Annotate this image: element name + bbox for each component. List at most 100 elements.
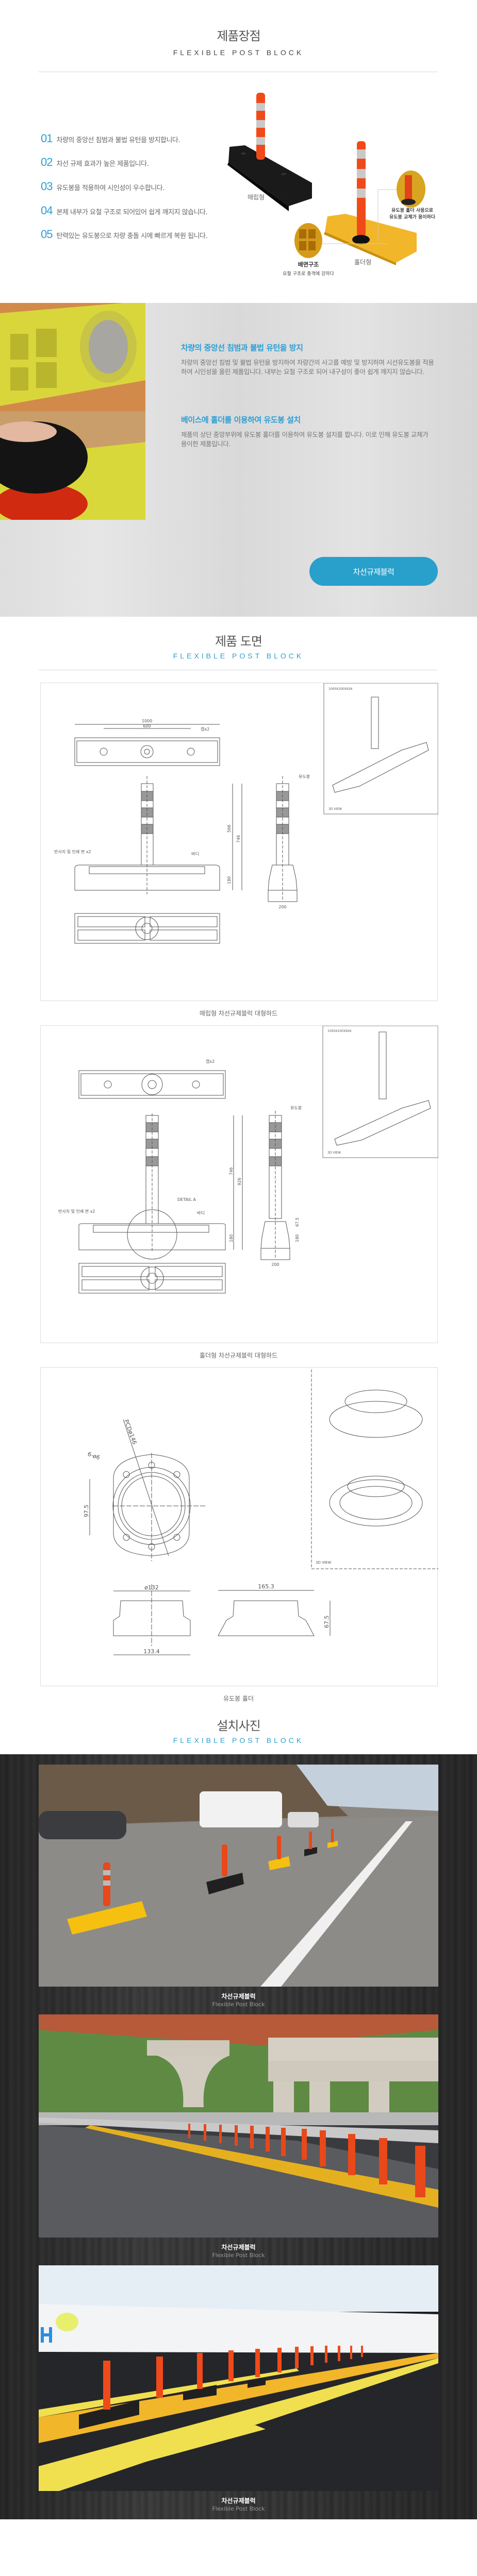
bottom-view [78, 1263, 226, 1294]
dim-total: 926 [237, 1178, 242, 1185]
photo-caption-ko: 차선규제블럭 [221, 2244, 256, 2251]
detail-photos [0, 303, 145, 520]
detail-heading: 베이스에 홀더를 이용하여 유도봉 설치 [181, 415, 301, 425]
lane-block [304, 1832, 317, 1856]
lane-block [268, 1836, 290, 1870]
bottom-view [74, 913, 220, 944]
dim-height-label: 97.5 [83, 1505, 90, 1518]
install-photo-highway [39, 1765, 438, 1987]
detail-body: 차량의 중앙선 침범 및 불법 유턴을 방지하여 차량간의 사고를 예방 및 방… [181, 359, 434, 376]
dim-total: 746 [236, 835, 241, 843]
lane-block [327, 1829, 338, 1848]
dim-holes: 600 [143, 724, 151, 728]
3d-view-inset [311, 1369, 438, 1569]
feature-number: 03 [41, 180, 53, 193]
dim-side-label: 165.3 [258, 1583, 274, 1590]
dim-length: 1000 [142, 719, 152, 723]
dim-top-label: ø132 [144, 1584, 159, 1591]
features-subtitle: FLEXIBLE POST BLOCK [173, 48, 304, 57]
front-view [74, 776, 242, 894]
drawings-subtitle: FLEXIBLE POST BLOCK [173, 652, 304, 660]
install-photo-new-road [39, 2265, 438, 2491]
feature-text: 차선 규제 효과가 높은 제품입니다. [56, 160, 149, 168]
back-structure-desc: 요철 구조로 충격에 강하다 [283, 272, 334, 277]
dim-post: 746 [229, 1167, 234, 1175]
feature-text: 탄력있는 유도봉으로 차량 충돌 시에 빠르게 복원 됩니다. [56, 232, 208, 240]
dim-base-side: 180 [295, 1234, 300, 1242]
top-view [74, 724, 220, 766]
detail-heading: 차량의 중앙선 침범과 불법 유턴을 방지 [181, 343, 303, 352]
photo-caption-ko: 차선규제블럭 [221, 2497, 256, 2504]
feature-number: 02 [41, 156, 53, 168]
post-label: 유도봉 [290, 1106, 302, 1110]
post-label: 유도봉 [299, 774, 310, 779]
drawing-caption: 홀더형 차선규제블럭 대형하드 [199, 1352, 278, 1359]
dim-width: 200 [271, 1262, 279, 1267]
top-view [78, 1070, 226, 1099]
detail-block: 차량의 중앙선 침범과 불법 유턴을 방지 차량의 중앙선 침범 및 불법 유턴… [181, 342, 439, 377]
holder-detail-circle [377, 171, 425, 241]
dim-bottom-label: 133.4 [143, 1648, 160, 1655]
holder-block-image [324, 141, 417, 265]
dim-base: 180 [229, 1234, 234, 1242]
install-subtitle: FLEXIBLE POST BLOCK [173, 1736, 304, 1744]
dim-base: 180 [227, 876, 232, 884]
photo-caption-en: Flexible Post Block [212, 2001, 265, 2008]
drawing-caption: 매립형 차선규제블럭 대형하드 [199, 1010, 278, 1017]
holder-install-photo [0, 411, 145, 520]
drawing-post-holder: PCDø146 6-ø6 97.5 ø132 133.4 165.3 67.5 … [40, 1367, 438, 1686]
drawing-buried: 1000 600 캡x2 566 746 180 반사지 및 인쇄 면 x2 바… [40, 683, 439, 1001]
cap-label: 캡x2 [201, 726, 209, 732]
view-label: 3D VIEW [316, 1561, 331, 1565]
install-photo-overpass [39, 2014, 438, 2238]
feature-number: 04 [41, 204, 53, 217]
dim-holder-height: 67.5 [323, 1616, 330, 1629]
back-structure-photo [0, 303, 145, 411]
buried-block-image [227, 93, 312, 211]
drawing-holder: 캡x2 746 926 180 DETAIL A 반사지 및 인쇄 면 x2 바… [40, 1025, 439, 1343]
feature-number: 05 [41, 228, 53, 241]
photo-caption-en: Flexible Post Block [212, 2505, 265, 2512]
feature-text: 유도봉을 적용하여 시인성이 우수합니다. [56, 184, 165, 192]
post-row [103, 2346, 363, 2410]
product-illustration [227, 93, 425, 265]
features-title: 제품장점 [217, 29, 260, 43]
cap-label: 캡x2 [206, 1059, 215, 1064]
feature-number: 01 [41, 132, 53, 145]
view-label: 3D VIEW [328, 807, 342, 811]
3d-view-inset [322, 1025, 439, 1158]
dim-holder: 67.5 [295, 1217, 300, 1227]
spec-label: 1000X200X926 [328, 687, 353, 691]
dim-post: 566 [227, 825, 232, 833]
detail-label: DETAIL A [177, 1197, 196, 1202]
install-title: 설치사진 [217, 1719, 260, 1733]
body-label: 바디 [197, 1210, 205, 1215]
side-view [260, 1111, 290, 1260]
holder-callout-line: 유도봉 교체가 용이하다 [389, 215, 436, 220]
holder-front-view [113, 1584, 191, 1655]
back-structure-title: 배면구조 [298, 261, 319, 268]
lane-block-button[interactable]: 차선규제블럭 [309, 557, 438, 586]
holder-callout-line: 유도봉 홀더 사용으로 [391, 208, 433, 213]
reflector-label: 반사지 및 인쇄 면 x2 [54, 849, 91, 854]
lane-block [67, 1862, 147, 1935]
spec-label: 1000X200X926 [327, 1029, 352, 1033]
drawings-title: 제품 도면 [215, 634, 262, 649]
pcd-label: PCDø146 [123, 1419, 138, 1446]
lane-block [206, 1844, 244, 1894]
buried-type-label: 매립형 [248, 194, 265, 201]
holder-top-view [89, 1419, 206, 1561]
side-view [268, 776, 298, 902]
drawing-caption: 유도봉 홀더 [223, 1695, 254, 1702]
detail-body: 제품의 상단 중앙부위에 유도봉 홀더를 이용하여 유도봉 설치를 합니다. 이… [181, 431, 429, 448]
view-label: 3D VIEW [327, 1151, 341, 1155]
detail-section: 차량의 중앙선 침범과 불법 유턴을 방지 차량의 중앙선 침범 및 불법 유턴… [0, 303, 477, 617]
wall-graphic [41, 2327, 52, 2343]
3d-view-inset [323, 683, 439, 815]
holder-type-label: 홀더형 [354, 259, 372, 266]
